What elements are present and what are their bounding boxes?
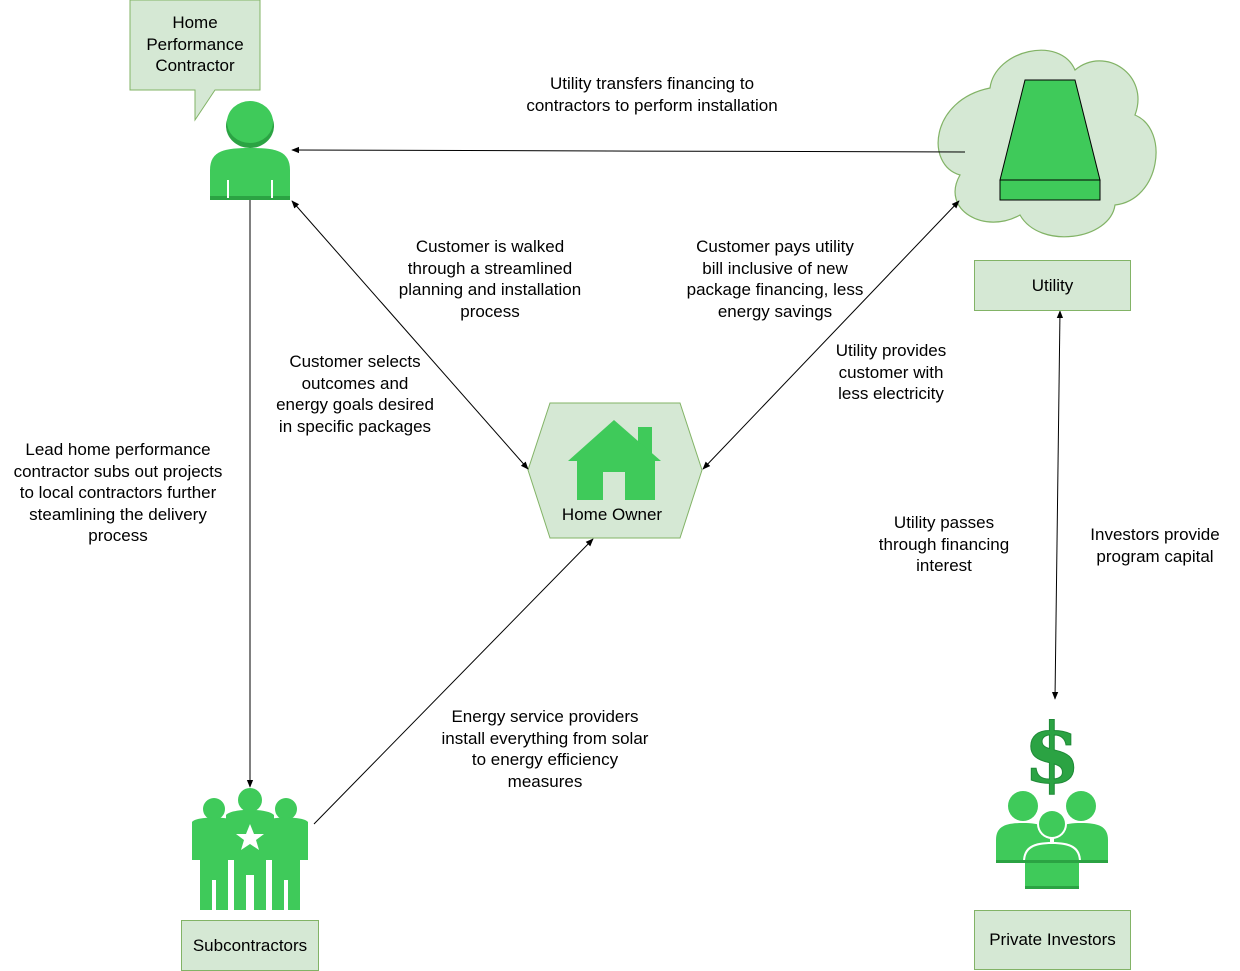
label-financing-transfer: Utility transfers financing to contracto… (526, 74, 778, 115)
home-owner-label: Home Owner (561, 505, 663, 524)
label-less-electricity: Utility provides customer with less elec… (835, 341, 947, 403)
contractor-callout (129, 0, 261, 122)
contractor-label: Home Performance Contractor (146, 13, 244, 75)
dollar-sign-icon: $ (1023, 706, 1081, 803)
label-subs-out: Lead home performance contractor subs ou… (13, 440, 223, 545)
subcontractors-box: Subcontractors (181, 920, 319, 971)
edge-utility-homeowner (702, 200, 960, 470)
label-walked-through: Customer is walked through a streamlined… (398, 237, 582, 321)
utility-label: Utility (1031, 275, 1074, 295)
svg-text:$: $ (1023, 706, 1080, 802)
label-passes-interest: Utility passes through financing interes… (878, 513, 1010, 575)
private-investors-label: Private Investors (989, 930, 1116, 949)
house-icon (568, 420, 661, 500)
edge-utility-investors (1051, 310, 1064, 700)
label-service-providers: Energy service providers install everyth… (441, 707, 649, 791)
edge-subcontractors-to-homeowner (313, 538, 594, 825)
connectors (246, 146, 1064, 825)
utility-box: Utility (974, 260, 1131, 311)
label-selects-outcomes: Customer selects outcomes and energy goa… (276, 352, 434, 436)
subcontractors-label: Subcontractors (192, 935, 308, 955)
investors-icon (996, 791, 1108, 890)
person-icon (210, 101, 290, 200)
edge-contractor-homeowner (291, 200, 529, 470)
private-investors-box: Private Investors (974, 910, 1131, 970)
label-pays-bill: Customer pays utility bill inclusive of … (686, 237, 864, 321)
team-icon (192, 788, 308, 910)
power-plant-icon (999, 79, 1101, 201)
edge-utility-to-contractor (291, 146, 966, 154)
label-provide-capital: Investors provide program capital (1090, 525, 1220, 566)
